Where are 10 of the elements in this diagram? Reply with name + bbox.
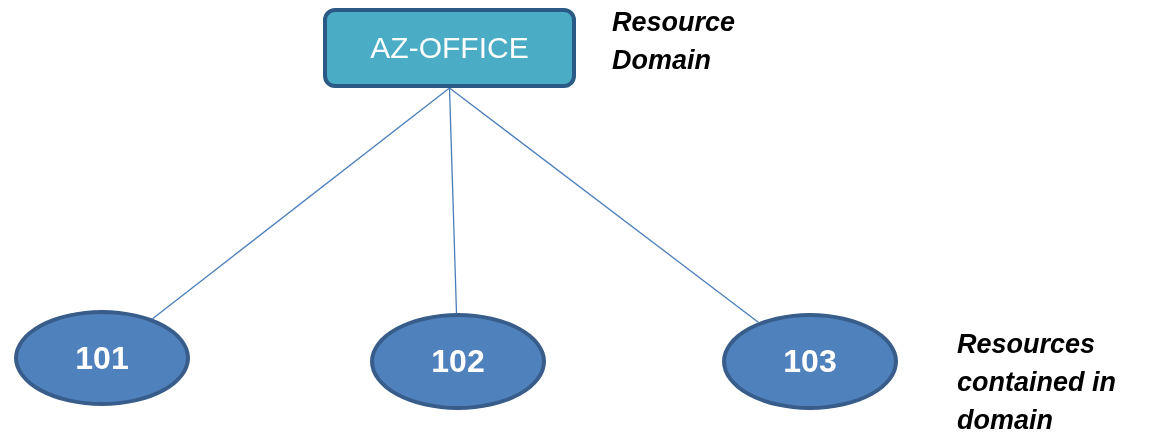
node-label: AZ-OFFICE [370, 31, 529, 65]
domain-box [323, 8, 576, 88]
node-label: 101 [75, 339, 129, 377]
connector-line [151, 87, 451, 320]
connector-line [448, 87, 759, 323]
connector-line [448, 87, 458, 314]
annotation-text: Resource Domain [612, 6, 737, 77]
node-label: 102 [431, 343, 485, 380]
node-label: 103 [783, 343, 837, 380]
annotation-text: Resources contained in domain [957, 328, 1117, 437]
